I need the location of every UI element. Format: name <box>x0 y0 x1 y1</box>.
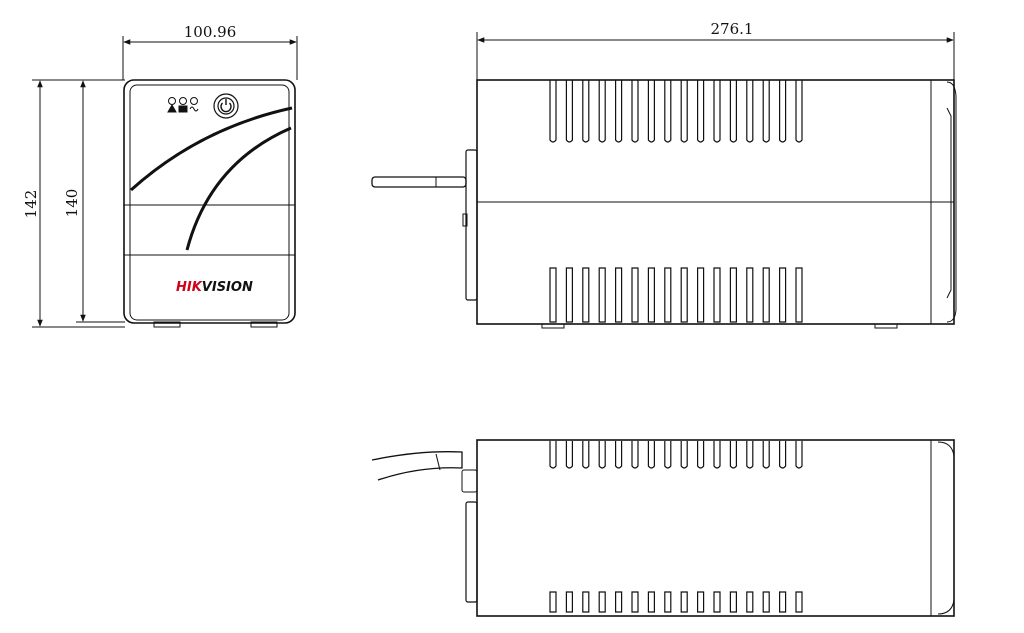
side-view <box>371 79 957 329</box>
vent-slot <box>615 80 623 143</box>
dimension-side-length-label: 276.1 <box>711 20 754 38</box>
brand-logo-primary: HIK <box>176 280 203 295</box>
battery-icon <box>178 105 188 113</box>
dimension-front-width <box>122 36 298 80</box>
vent-slot <box>795 591 803 613</box>
vent-slot <box>565 441 573 469</box>
vent-slot <box>664 591 672 613</box>
vent-slot <box>795 267 803 323</box>
vent-slot <box>598 80 606 143</box>
vent-slot <box>713 267 721 323</box>
brand-logo-secondary: VISION <box>202 280 253 295</box>
vent-slot <box>713 441 721 469</box>
vent-slot <box>664 80 672 143</box>
ac-wave-icon <box>189 106 199 112</box>
vent-slot <box>582 267 590 323</box>
vent-slot <box>598 591 606 613</box>
vent-slot <box>697 80 705 143</box>
dimension-total-height-label: 142 <box>22 190 40 219</box>
vent-slot <box>647 441 655 469</box>
vent-slot <box>582 80 590 143</box>
vent-slot <box>647 591 655 613</box>
vent-slot <box>598 441 606 469</box>
vent-slot <box>549 80 557 143</box>
vent-slot <box>631 591 639 613</box>
vent-slot <box>746 591 754 613</box>
vent-slot <box>729 80 737 143</box>
vent-slot <box>713 591 721 613</box>
vent-slot <box>631 267 639 323</box>
vent-slot <box>729 441 737 469</box>
vent-slot <box>565 591 573 613</box>
vent-slot <box>549 591 557 613</box>
vent-slot <box>565 267 573 323</box>
vent-slot <box>795 80 803 143</box>
top-view <box>371 439 955 617</box>
vent-slot <box>615 267 623 323</box>
side-vents-upper <box>549 80 803 143</box>
vent-slot <box>615 441 623 469</box>
vent-slot <box>549 267 557 323</box>
vent-slot <box>762 80 770 143</box>
vent-slot <box>647 267 655 323</box>
vent-slot <box>680 267 688 323</box>
vent-slot <box>795 441 803 469</box>
dimension-side-length <box>476 32 955 80</box>
vent-slot <box>631 441 639 469</box>
vent-slot <box>779 80 787 143</box>
vent-slot <box>680 591 688 613</box>
side-vents-lower <box>549 267 803 323</box>
vent-slot <box>779 591 787 613</box>
vent-slot <box>729 267 737 323</box>
top-vents-lower <box>549 591 803 613</box>
vent-slot <box>565 80 573 143</box>
vent-slot <box>680 80 688 143</box>
led-indicator <box>168 97 176 105</box>
power-button-icon[interactable] <box>213 93 239 119</box>
vent-slot <box>631 80 639 143</box>
vent-slot <box>680 441 688 469</box>
dimension-front-width-label: 100.96 <box>184 23 237 41</box>
vent-slot <box>582 591 590 613</box>
dimension-total-height <box>32 79 125 328</box>
vent-slot <box>582 441 590 469</box>
vent-slot <box>549 441 557 469</box>
dimension-body-height <box>76 80 125 323</box>
led-indicator <box>190 97 198 105</box>
vent-slot <box>598 267 606 323</box>
brand-logo: HIKVISION <box>176 280 253 295</box>
top-vents-upper <box>549 441 803 469</box>
vent-slot <box>713 80 721 143</box>
dimension-body-height-label: 140 <box>63 189 81 218</box>
front-view <box>123 79 296 328</box>
vent-slot <box>647 80 655 143</box>
vent-slot <box>779 267 787 323</box>
status-indicator-panel <box>167 97 199 113</box>
vent-slot <box>697 441 705 469</box>
vent-slot <box>762 267 770 323</box>
vent-slot <box>729 591 737 613</box>
vent-slot <box>762 591 770 613</box>
vent-slot <box>746 441 754 469</box>
vent-slot <box>664 441 672 469</box>
vent-slot <box>615 591 623 613</box>
led-indicator <box>179 97 187 105</box>
vent-slot <box>664 267 672 323</box>
vent-slot <box>697 267 705 323</box>
vent-slot <box>746 267 754 323</box>
vent-slot <box>779 441 787 469</box>
vent-slot <box>746 80 754 143</box>
warning-triangle-icon <box>167 103 177 113</box>
vent-slot <box>697 591 705 613</box>
vent-slot <box>762 441 770 469</box>
